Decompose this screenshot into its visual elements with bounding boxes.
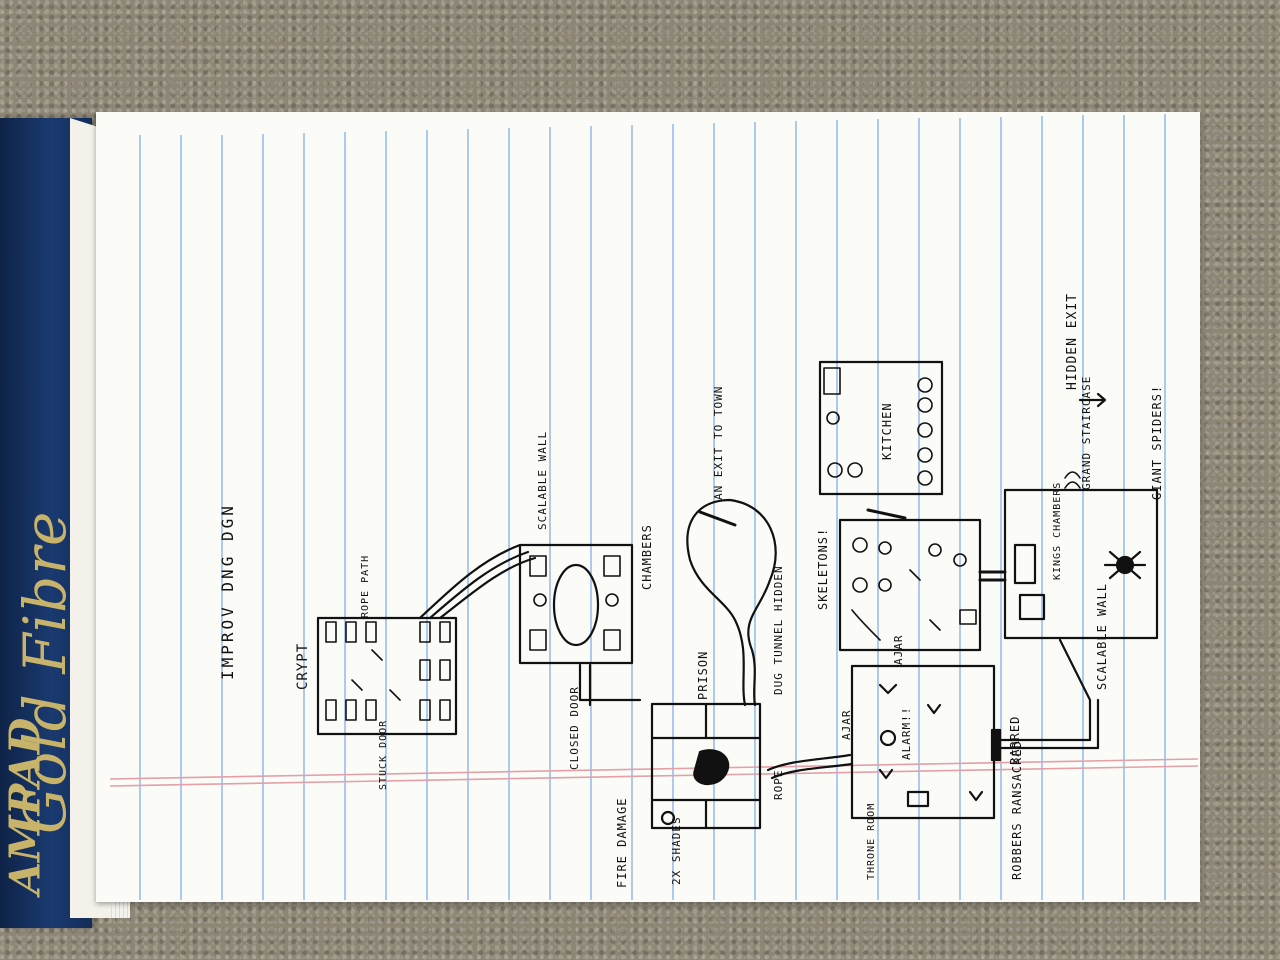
ink-drawing — [316, 360, 1159, 830]
label-kings-chambers: KINGS CHAMBERS — [1052, 481, 1063, 580]
label-rope-path: ROPE PATH — [360, 554, 371, 618]
kings-chambers-room — [1003, 488, 1159, 640]
label-shades: 2X SHADES — [670, 816, 683, 885]
label-stuck-door: STUCK DOOR — [378, 719, 389, 790]
page-title: IMPROV DNG DGN — [218, 503, 237, 680]
kitchen-room — [818, 360, 944, 496]
label-ajar-2: AJAR — [892, 634, 905, 666]
label-ajar-1: AJAR — [840, 709, 853, 741]
crypt-room — [316, 616, 458, 736]
label-rope: ROPE — [772, 769, 785, 801]
label-giant-spiders: GIANT SPIDERS! — [1150, 384, 1164, 500]
label-chambers: CHAMBERS — [640, 524, 654, 590]
label-exit-to-town: AN EXIT TO TOWN — [712, 385, 725, 500]
label-alarm: ALARM!! — [900, 706, 913, 760]
label-dug-tunnel: DUG TUNNEL HIDDEN — [772, 565, 785, 695]
label-robbers: ROBBERS RANSACKED — [1010, 740, 1024, 880]
label-crypt: CRYPT — [295, 642, 311, 690]
label-scalable-wall-2: SCALABLE WALL — [1095, 583, 1109, 690]
label-prison: PRISON — [696, 650, 710, 700]
label-closed-door: CLOSED DOOR — [568, 686, 581, 770]
margin-lines — [109, 758, 1199, 787]
label-kitchen: KITCHEN — [880, 402, 894, 460]
label-grand-staircase: GRAND STAIRCASE — [1080, 375, 1093, 490]
label-fire-damage: FIRE DAMAGE — [615, 797, 629, 888]
chambers-room — [518, 543, 634, 665]
notepad-page — [96, 112, 1200, 902]
label-throne-room: THRONE ROOM — [866, 802, 877, 880]
label-hidden-exit: HIDDEN EXIT — [1065, 292, 1080, 390]
label-skeletons: SKELETONS! — [816, 527, 830, 610]
skeleton-room — [838, 518, 982, 652]
label-scalable-wall-1: SCALABLE WALL — [536, 430, 549, 530]
